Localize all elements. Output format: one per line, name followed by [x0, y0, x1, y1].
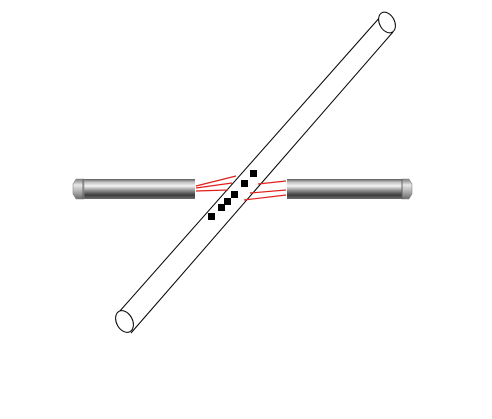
right-rod-body: [287, 179, 402, 199]
red-line: [195, 175, 237, 187]
red-line: [243, 194, 287, 201]
right-rod: [287, 178, 413, 200]
red-line: [195, 189, 229, 192]
left-rod-body: [83, 179, 195, 199]
square-marker-icon: [250, 170, 257, 177]
square-marker-icon: [241, 180, 248, 187]
square-marker-icon: [224, 198, 231, 205]
square-markers: [208, 170, 257, 220]
square-marker-icon: [218, 204, 225, 211]
red-line: [249, 189, 287, 194]
right-rod-cap: [401, 178, 413, 200]
red-connector-lines: [195, 175, 287, 201]
square-marker-icon: [231, 191, 238, 198]
tube-bottom-end: [115, 310, 134, 333]
tube-top-end: [378, 11, 396, 34]
red-line: [195, 182, 233, 189]
square-marker-icon: [208, 213, 215, 220]
left-rod: [72, 178, 195, 200]
red-line: [257, 180, 287, 185]
tube-edge-lower: [130, 31, 394, 334]
tube-edge-upper: [118, 15, 382, 313]
left-rod-cap: [72, 178, 85, 200]
